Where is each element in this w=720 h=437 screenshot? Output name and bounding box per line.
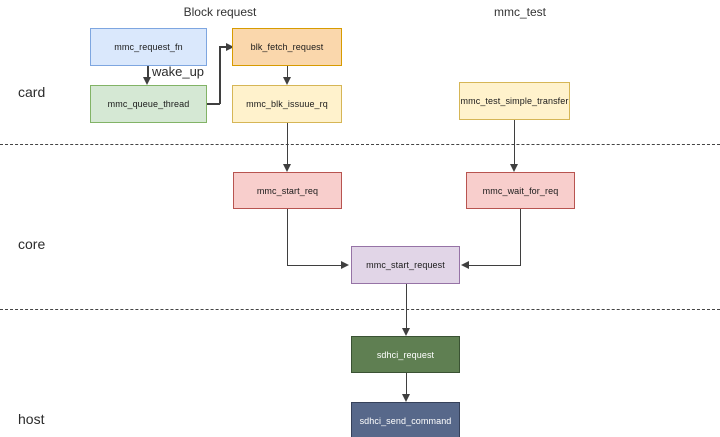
node-mmc-blk-issuue-rq[interactable]: mmc_blk_issuue_rq — [232, 85, 342, 123]
node-sdhci-send-command[interactable]: sdhci_send_command — [351, 402, 460, 437]
edge-mmc-start-req-to-mmc-start-request — [286, 264, 343, 267]
node-blk-fetch-request[interactable]: blk_fetch_request — [232, 28, 342, 66]
lane-label-core: core — [18, 236, 46, 252]
node-mmc-wait-for-req[interactable]: mmc_wait_for_req — [466, 172, 575, 209]
edge-mmc-request-fn-to-mmc-queue-thread — [147, 66, 149, 79]
arrowhead-to-sdhci-request — [401, 328, 410, 336]
edge-mmc-test-simple-transfer-to-mmc-wait-for-req — [513, 120, 516, 165]
arrowhead-right-into-mmc-start-request — [461, 261, 469, 269]
edge-mmc-wait-for-req-to-mmc-start-request — [469, 264, 521, 267]
edge-mmc-queue-thread-right-stub — [206, 103, 220, 105]
lane-label-card: card — [18, 84, 46, 100]
column-title-block-request: Block request — [183, 5, 257, 19]
node-mmc-request-fn[interactable]: mmc_request_fn — [90, 28, 207, 66]
divider-core-host — [0, 309, 720, 310]
column-title-mmc-test: mmc_test — [493, 5, 546, 19]
edge-mmc-queue-thread-riser — [219, 46, 221, 104]
edge-mmc-start-request-to-sdhci-request — [405, 284, 408, 329]
arrowhead-to-mmc-blk-issuue-rq — [282, 77, 291, 85]
arrowhead-to-mmc-wait-for-req — [509, 164, 518, 172]
node-mmc-test-simple-transfer[interactable]: mmc_test_simple_transfer — [459, 82, 570, 120]
edge-sdhci-request-to-sdhci-send-command — [405, 373, 408, 395]
lane-label-host: host — [18, 411, 45, 427]
arrowhead-to-mmc-queue-thread — [143, 77, 151, 85]
arrowhead-left-into-mmc-start-request — [341, 261, 349, 269]
edge-mmc-start-req-drop — [286, 209, 289, 266]
divider-card-core — [0, 144, 720, 145]
edge-mmc-wait-for-req-drop — [519, 209, 522, 266]
edge-label-wake-up: wake_up — [152, 64, 205, 79]
arrowhead-to-blk-fetch-request — [226, 42, 234, 51]
edge-mmc-blk-issuue-rq-to-mmc-start-req — [286, 123, 289, 165]
arrowhead-to-sdhci-send-command — [401, 394, 410, 402]
node-mmc-start-request[interactable]: mmc_start_request — [351, 246, 460, 284]
arrowhead-to-mmc-start-req — [282, 164, 291, 172]
edge-into-blk-fetch-request — [219, 46, 229, 48]
node-mmc-start-req[interactable]: mmc_start_req — [233, 172, 342, 209]
node-sdhci-request[interactable]: sdhci_request — [351, 336, 460, 373]
node-mmc-queue-thread[interactable]: mmc_queue_thread — [90, 85, 207, 123]
edge-blk-fetch-request-to-mmc-blk-issuue-rq — [286, 66, 289, 78]
